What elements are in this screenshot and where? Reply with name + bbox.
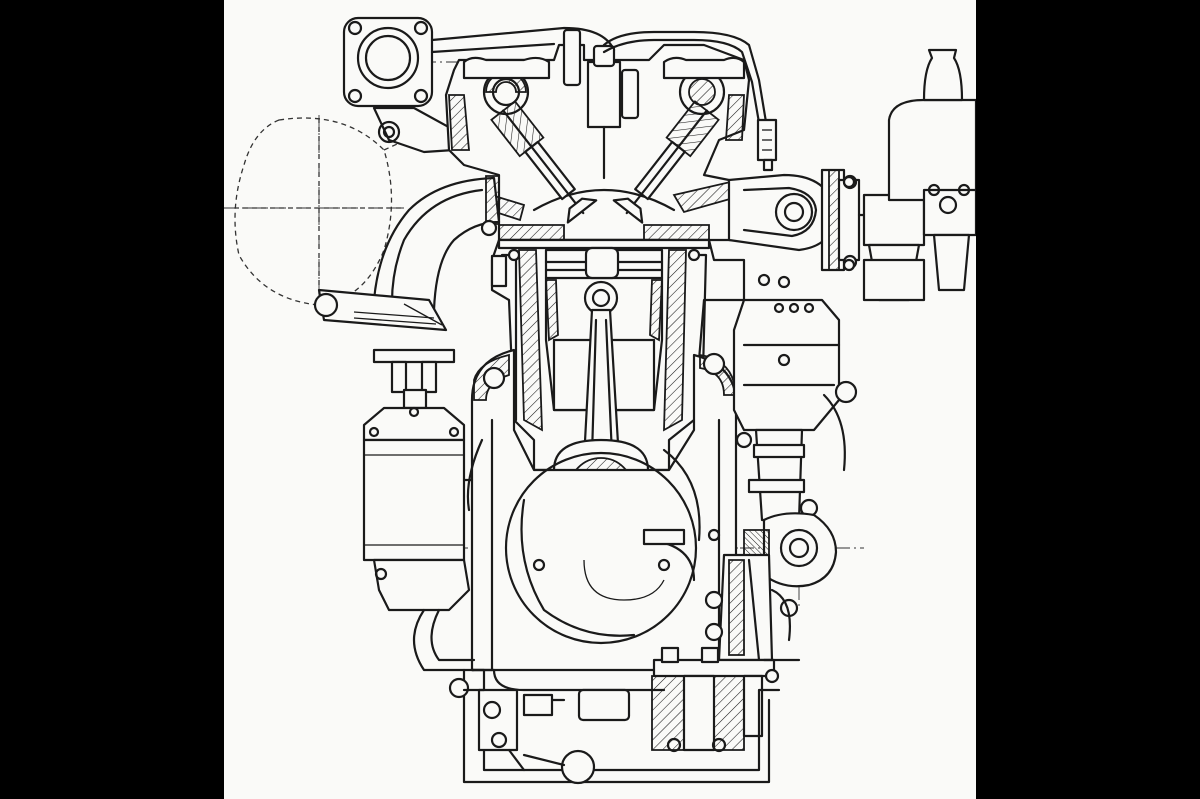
ignition-lead	[602, 30, 778, 172]
cylinder-head	[444, 28, 751, 242]
oil-pump-drive	[704, 512, 838, 662]
piston	[544, 246, 664, 412]
oil-pump	[651, 646, 801, 753]
drawing-sheet	[224, 0, 976, 799]
oil-filter	[362, 348, 476, 672]
dipstick-assembly	[448, 677, 526, 772]
oil-sump	[462, 668, 781, 785]
fasteners	[507, 175, 856, 572]
distributor	[732, 298, 858, 522]
exhaust-manifold	[313, 175, 501, 332]
engine-cross-section-drawing	[224, 16, 976, 785]
valves	[490, 100, 720, 224]
